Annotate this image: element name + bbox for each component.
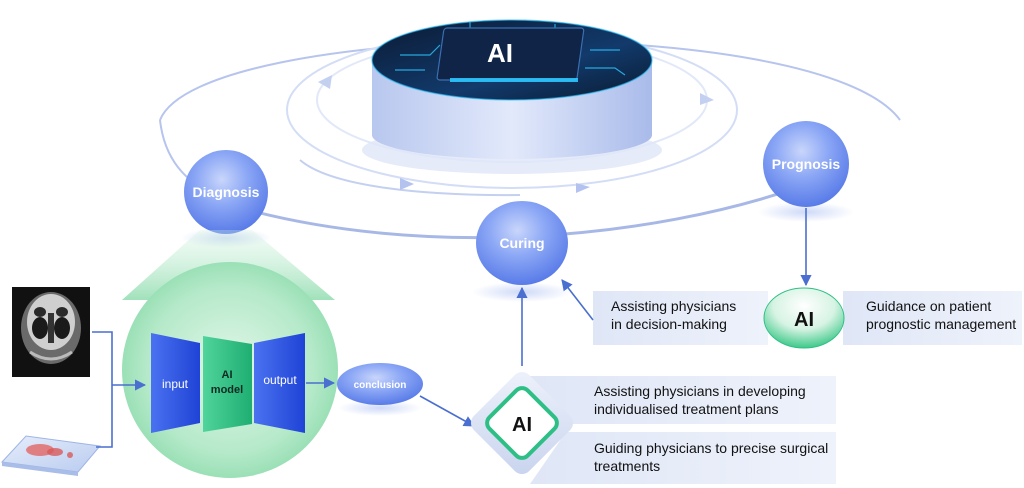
treatment-panel: Assisting physicians in developing indiv… (530, 376, 836, 484)
decision-making-card (593, 291, 768, 345)
treatment-plan-line2: individualised treatment plans (594, 401, 778, 417)
tissue-slide-image (0, 435, 101, 476)
conclusion-node: conclusion (337, 363, 423, 416)
ai-model-label-line1: AI (222, 369, 233, 381)
ct-scan-image (12, 287, 90, 377)
prognosis-panel: Assisting physicians in decision-making … (593, 291, 1022, 345)
ai-chip-image: AI (362, 19, 662, 174)
orbit-arrow-icon (400, 178, 414, 190)
orbit-arrow-icon (700, 93, 714, 105)
diagnosis-label: Diagnosis (193, 184, 260, 200)
conclusion-label: conclusion (354, 380, 407, 391)
ai-model-label-line2: model (211, 384, 243, 396)
ai-model-blocks: input AI model output (151, 333, 305, 433)
prognosis-ai-label: AI (794, 309, 814, 331)
treatment-plan-line1: Assisting physicians in developing (594, 383, 806, 399)
chip-label: AI (487, 38, 513, 68)
decision-to-curing-arrow (561, 279, 594, 321)
treatment-ai-label: AI (512, 414, 532, 436)
conclusion-to-ai-arrow (419, 395, 475, 427)
orbit-arrow-icon (318, 75, 332, 89)
prognostic-management-line1: Guidance on patient (866, 298, 991, 314)
curing-label: Curing (499, 235, 544, 251)
input-connectors (92, 331, 147, 448)
curing-node: Curing (472, 201, 572, 302)
prognosis-ai-badge: AI (763, 287, 845, 349)
input-block (151, 333, 200, 433)
input-label: input (162, 377, 189, 391)
ai-model-block (203, 336, 252, 432)
prognosis-node: Prognosis (758, 121, 854, 222)
surgical-treatment-line2: treatments (594, 458, 660, 474)
surgical-treatment-line1: Guiding physicians to precise surgical (594, 440, 828, 456)
treatment-plan-card (530, 376, 836, 424)
decision-making-line2: in decision-making (611, 316, 727, 332)
decision-making-line1: Assisting physicians (611, 298, 736, 314)
orbit-arrow-icon (576, 183, 590, 193)
prognostic-management-line2: prognostic management (866, 316, 1016, 332)
prognostic-management-card (843, 291, 1022, 345)
output-label: output (263, 373, 297, 387)
prognosis-label: Prognosis (772, 156, 841, 172)
output-block (254, 333, 305, 433)
treatment-ai-badge: AI (470, 371, 574, 475)
surgical-treatment-card (530, 432, 836, 484)
